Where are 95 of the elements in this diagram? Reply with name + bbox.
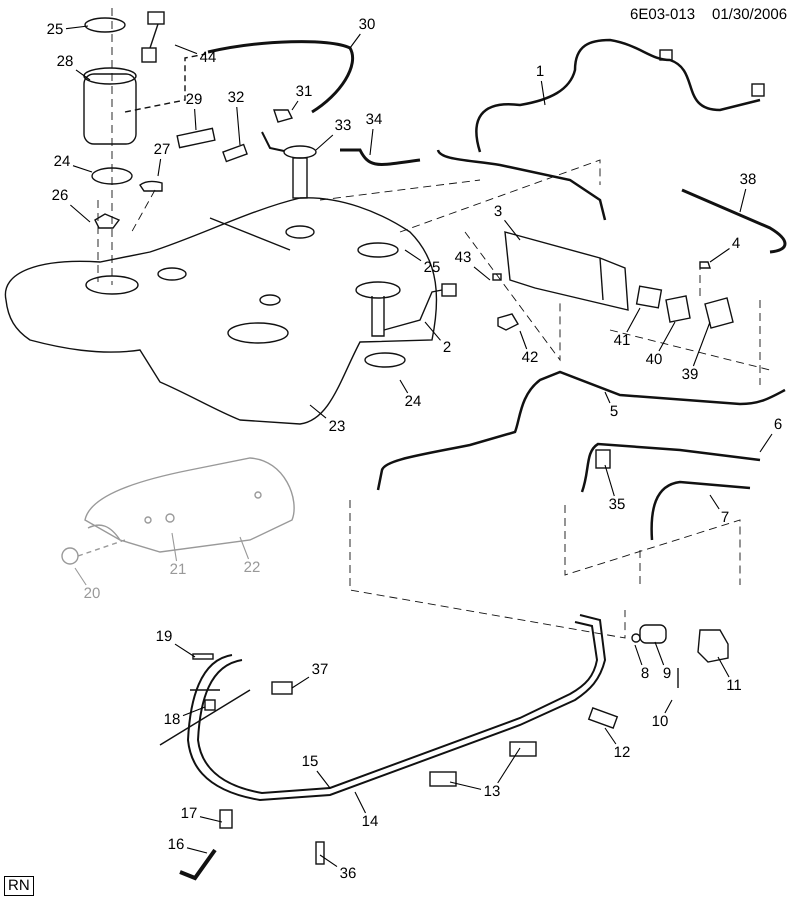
callout-number: 39 [679,366,701,384]
leader-line [634,644,642,666]
leader-line [710,494,720,510]
callout-number: 37 [309,661,331,679]
callout-number: 10 [649,713,671,731]
leader-line [292,676,310,688]
callout-number: 42 [519,349,541,367]
leader-line [316,770,330,788]
callout-number: 9 [660,665,674,683]
callout-number: 26 [49,187,71,205]
leader-line [157,158,162,176]
callout-number: 18 [161,711,183,729]
leader-line [450,781,482,790]
leader-line [474,266,490,280]
leader-line [200,816,222,823]
callout-number: 2 [440,339,454,357]
leader-line [350,34,361,48]
callout-number: 24 [402,393,424,411]
leader-line [174,644,196,658]
leader-line [626,308,640,332]
leader-line [72,165,92,173]
leader-line [760,434,772,452]
callout-number: 4 [730,235,742,253]
leader-line [239,536,250,560]
leader-line [654,642,664,666]
leader-line [310,404,326,418]
callout-number: 5 [608,403,620,421]
callout-number: 1 [534,63,546,81]
callout-number: 40 [643,351,665,369]
callout-number: 34 [363,111,385,129]
callout-number: 3 [492,203,504,221]
callout-number: 44 [197,49,219,67]
callout-number: 7 [718,509,732,527]
callout-number: 28 [54,53,76,71]
callout-number: 25 [44,21,66,39]
leader-line [236,106,241,146]
callout-number: 8 [638,665,652,683]
callout-number: 20 [81,585,103,603]
callout-number: 24 [51,153,73,171]
callout-number: 19 [153,628,175,646]
leader-line [174,44,198,54]
leader-line [354,792,366,814]
drawing-number: 6E03-013 [630,6,696,24]
callout-number: 32 [225,89,247,107]
callout-number: 12 [611,744,633,762]
callout-number: 17 [178,805,200,823]
callout-number: 16 [165,836,187,854]
callout-number: 30 [356,16,378,34]
leader-line [369,128,374,156]
callout-number: 36 [337,865,359,883]
leader-line [316,134,334,150]
callout-number: 22 [241,559,263,577]
leader-line [66,25,88,30]
leader-line [604,464,615,496]
leader-line [424,322,441,341]
leader-line [186,847,208,854]
leader-line [710,248,730,262]
leader-line [540,80,546,106]
callout-number: 35 [606,496,628,514]
leader-line [504,220,520,240]
callout-number: 11 [723,677,745,695]
sheet-code: RN [4,876,34,896]
date-text: 01/30/2006 [712,6,788,24]
callout-number: 15 [299,753,321,771]
leader-line [194,108,197,130]
leader-line [70,204,90,222]
callout-number: 27 [151,141,173,159]
leader-line [74,568,87,586]
leader-line [604,728,616,744]
leader-line [320,854,338,867]
leader-line [658,322,676,352]
leader-line [76,69,90,80]
leader-line [171,532,178,562]
leader-line [692,322,711,366]
leader-line [497,748,520,784]
callout-number: 33 [332,117,354,135]
leader-line [182,706,206,716]
leader-line [718,656,730,678]
callout-number: 21 [167,561,189,579]
leader-line [664,700,672,714]
leader-line [404,250,422,262]
callout-number: 23 [326,418,348,436]
callout-number: 29 [183,91,205,109]
callout-number: 14 [359,813,381,831]
leader-line [519,330,528,350]
callout-number: 6 [772,416,784,434]
leader-line [400,380,408,394]
callout-number: 31 [293,83,315,101]
callout-number: 38 [737,171,759,189]
leader-line [604,392,610,404]
callout-number: 41 [611,332,633,350]
leader-line [739,188,746,212]
callout-number: 13 [481,783,503,801]
leader-line [292,100,298,110]
callout-number: 43 [452,249,474,267]
